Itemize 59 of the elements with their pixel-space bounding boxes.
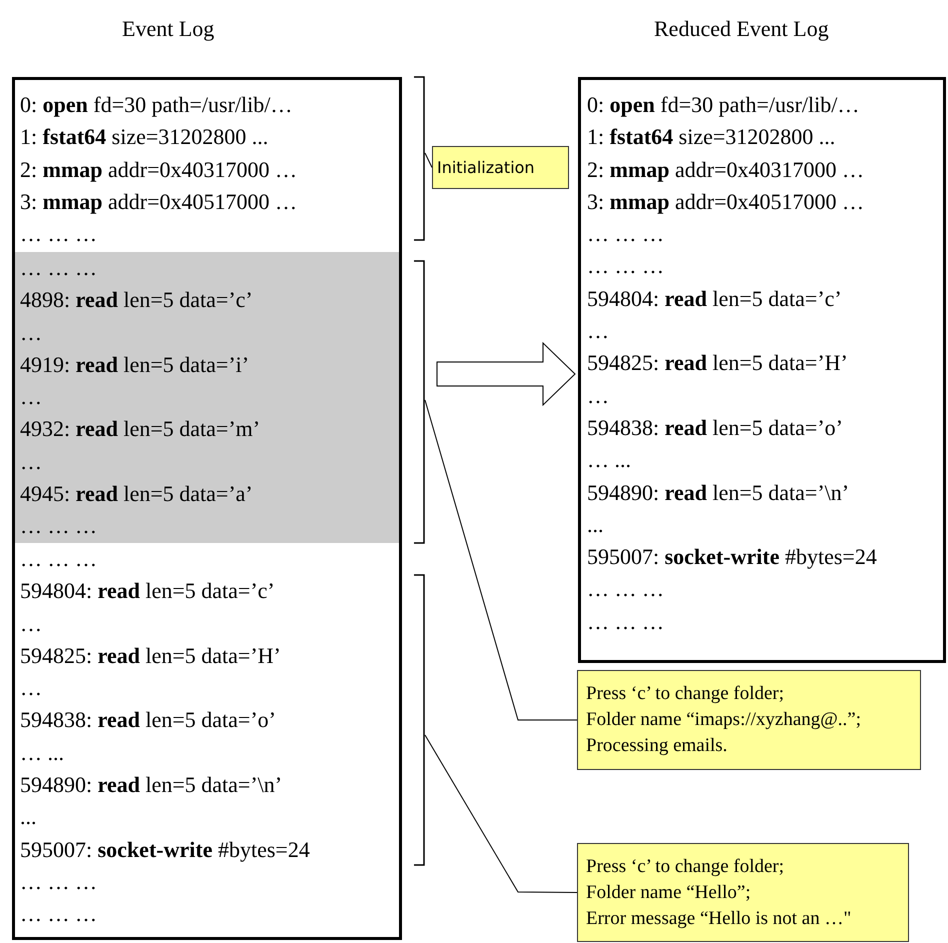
leader-line: [424, 734, 578, 893]
log-entry: 595007: socket-write #bytes=24: [587, 543, 877, 572]
log-entry: …: [587, 382, 609, 410]
log-entry: 594825: read len=5 data=’H’: [20, 642, 281, 670]
log-entry: …: [20, 610, 42, 638]
log-entry: 594890: read len=5 data=’\n’: [587, 478, 850, 507]
callout-box: [432, 146, 569, 189]
log-entry: 594804: read len=5 data=’c’: [587, 284, 842, 313]
log-entry: 4945: read len=5 data=’a’: [20, 480, 253, 508]
log-entry: 2: mmap addr=0x40317000 …: [20, 156, 298, 184]
callout-text: Folder name “imaps://xyzhang@..”;: [586, 708, 861, 732]
log-entry: … ...: [587, 446, 631, 474]
log-entry: … … …: [587, 575, 664, 604]
log-entry: …: [20, 448, 42, 476]
leader-line: [424, 400, 578, 720]
callout-text: Press ‘c’ to change folder;: [586, 682, 784, 706]
callout-text: Folder name “Hello”;: [586, 880, 751, 904]
log-entry: 595007: socket-write #bytes=24: [20, 836, 310, 864]
log-entry: …: [587, 317, 609, 346]
callout-text: Initialization: [437, 158, 535, 178]
log-entry: 594838: read len=5 data=’o’: [587, 414, 843, 442]
callout-box: [577, 670, 921, 770]
panel-heading: Reduced Event Log: [654, 15, 829, 43]
log-entry: … … …: [20, 868, 97, 896]
log-entry: … … …: [20, 545, 97, 573]
log-entry: 594890: read len=5 data=’\n’: [20, 771, 282, 800]
log-entry: 4932: read len=5 data=’m’: [20, 415, 260, 444]
log-entry: 594825: read len=5 data=’H’: [587, 349, 848, 378]
log-entry: … … …: [20, 254, 97, 282]
leader-line: [424, 152, 432, 168]
log-entry: … … …: [20, 220, 97, 248]
block-arrow: [436, 342, 576, 406]
log-entry: … … …: [20, 512, 97, 540]
log-entry: 1: fstat64 size=31202800 ...: [20, 123, 268, 152]
log-entry: …: [20, 383, 42, 412]
log-entry: 2: mmap addr=0x40317000 …: [587, 156, 864, 184]
log-entry: 0: open fd=30 path=/usr/lib/…: [587, 91, 860, 119]
panel-heading: Event Log: [122, 15, 214, 43]
callout-text: Processing emails.: [586, 734, 728, 758]
log-entry: … ...: [20, 738, 64, 767]
log-entry: 4898: read len=5 data=’c’: [20, 286, 253, 314]
log-entry: …: [20, 318, 42, 347]
log-entry: 3: mmap addr=0x40517000 …: [20, 188, 298, 216]
log-entry: 0: open fd=30 path=/usr/lib/…: [20, 91, 292, 119]
log-entry: … … …: [587, 608, 664, 636]
log-entry: 3: mmap addr=0x40517000 …: [587, 188, 864, 216]
log-entry: ...: [20, 803, 36, 832]
log-entry: ...: [587, 510, 604, 539]
callout-text: Press ‘c’ to change folder;: [586, 854, 784, 878]
log-entry: 594804: read len=5 data=’c’: [20, 577, 275, 606]
callout-box: [577, 843, 909, 942]
log-entry: 4919: read len=5 data=’i’: [20, 350, 250, 379]
log-entry: … … …: [587, 220, 664, 248]
log-entry: …: [20, 674, 42, 702]
log-entry: … … …: [587, 252, 664, 280]
log-entry: 1: fstat64 size=31202800 ...: [587, 123, 836, 152]
callout-text: Error message “Hello is not an …": [586, 906, 852, 930]
log-entry: 594838: read len=5 data=’o’: [20, 706, 276, 734]
log-entry: … … …: [20, 900, 97, 928]
